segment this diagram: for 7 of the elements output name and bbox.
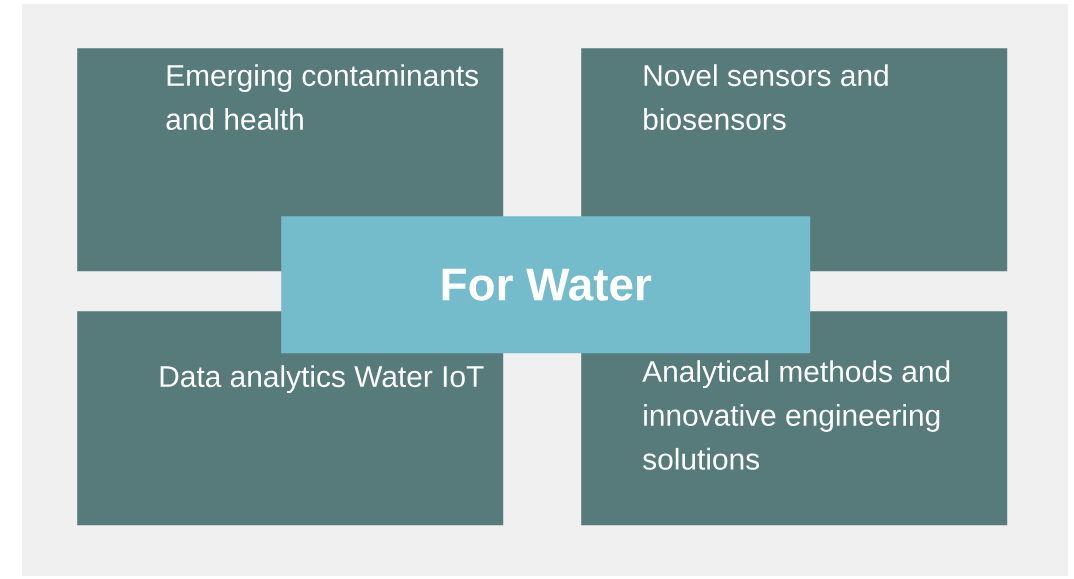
center-box — [281, 216, 811, 354]
topic-label: Novel sensors and biosensors — [644, 64, 888, 130]
hub-label: For Water — [442, 268, 652, 301]
topic-label: Emerging contaminants and health — [166, 64, 479, 130]
topic-box — [77, 311, 504, 526]
topic-label: Analytical methods and innovative engineering solutions — [642, 360, 950, 470]
topic-label: Data analytics Water IoT — [160, 365, 484, 394]
